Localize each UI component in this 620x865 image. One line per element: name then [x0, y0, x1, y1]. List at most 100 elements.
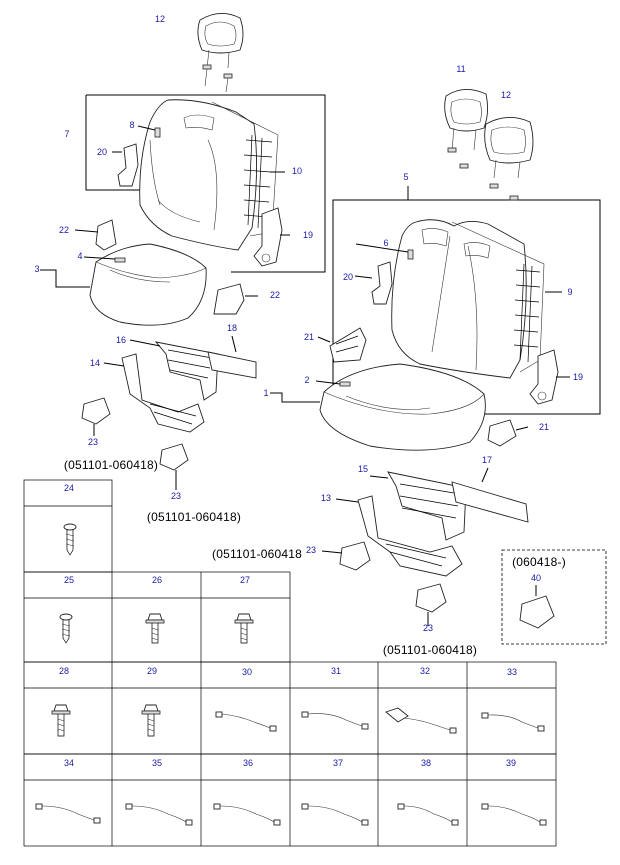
bracket-21-lower	[487, 419, 517, 447]
clip-6	[407, 249, 414, 260]
cell-label-36: 36	[242, 758, 254, 768]
clip-8	[154, 127, 161, 138]
bolt-27	[234, 613, 254, 644]
callout-17: 17	[481, 455, 493, 465]
headrest-right-12	[484, 117, 534, 201]
callout-23-b: 23	[170, 491, 182, 501]
callout-14: 14	[89, 358, 101, 368]
dashed-box	[501, 549, 607, 645]
seat-cushion-left	[89, 243, 207, 326]
clip-23-a	[81, 397, 111, 425]
cell-label-29: 29	[146, 666, 158, 676]
callout-4: 4	[77, 251, 83, 261]
latch-left	[117, 143, 139, 187]
cable-33	[481, 712, 545, 732]
callout-7: 7	[64, 129, 70, 139]
callout-20-right: 20	[342, 272, 354, 282]
cable-37	[301, 803, 369, 826]
callout-12-right: 12	[500, 90, 512, 100]
bracket-21-upper	[329, 327, 367, 363]
screw-24	[63, 523, 77, 556]
date-range-4: (060418-)	[512, 555, 566, 569]
clip-40	[519, 595, 555, 629]
callout-9: 9	[567, 287, 573, 297]
callout-19-right: 19	[572, 372, 584, 382]
bolt-29	[141, 704, 161, 737]
bracket-22-upper	[95, 219, 117, 251]
cushion-frame-left	[121, 341, 257, 433]
callout-23-d: 23	[422, 623, 434, 633]
callout-16: 16	[115, 335, 127, 345]
clip-23-b	[159, 443, 189, 471]
callout-6: 6	[383, 238, 389, 248]
latch-right	[371, 261, 393, 305]
leader-line	[270, 392, 320, 403]
cable-38	[397, 803, 459, 826]
cable-36	[213, 803, 281, 826]
callout-20-left: 20	[96, 147, 108, 157]
callout-2: 2	[304, 375, 310, 385]
cell-label-32: 32	[419, 666, 431, 676]
cell-label-30: 30	[241, 667, 253, 677]
callout-5: 5	[403, 172, 409, 182]
cable-35	[125, 803, 193, 826]
cell-label-24: 24	[63, 483, 75, 493]
clip-23-c	[339, 541, 371, 571]
bracket-19-left	[253, 207, 283, 267]
callout-3: 3	[34, 264, 40, 274]
cell-label-28: 28	[58, 666, 70, 676]
cable-30	[215, 711, 277, 732]
cell-label-37: 37	[332, 758, 344, 768]
clip-23-d	[415, 583, 447, 613]
date-range-3: (051101-060418	[212, 547, 302, 561]
cell-label-39: 39	[505, 758, 517, 768]
callout-18: 18	[226, 323, 238, 333]
leader-line	[85, 95, 140, 191]
date-range-1: (051101-060418)	[63, 458, 159, 472]
callout-19-left: 19	[302, 230, 314, 240]
cell-label-38: 38	[420, 758, 432, 768]
cable-39	[481, 803, 547, 826]
fastener-table	[23, 479, 557, 847]
headrest-left	[197, 13, 244, 93]
cell-label-35: 35	[151, 758, 163, 768]
cell-label-25: 25	[63, 575, 75, 585]
bolt-26	[145, 613, 165, 644]
callout-11: 11	[456, 64, 466, 74]
seat-cushion-right	[319, 363, 486, 451]
callout-40: 40	[530, 573, 542, 583]
cushion-frame-right	[357, 471, 529, 577]
cell-label-27: 27	[239, 575, 251, 585]
bracket-22-lower	[213, 283, 245, 315]
callout-22-lower: 22	[269, 290, 281, 300]
callout-10: 10	[291, 166, 303, 176]
leader-line	[86, 94, 326, 273]
callout-1: 1	[263, 388, 269, 398]
screw-25	[59, 613, 73, 644]
cable-32	[385, 707, 457, 734]
callout-21-lower: 21	[538, 422, 550, 432]
callout-21-upper: 21	[303, 332, 315, 342]
date-range-2: (051101-060418)	[146, 510, 242, 524]
cable-31	[301, 711, 369, 730]
callout-23-c: 23	[305, 545, 317, 555]
seat-back-left	[139, 99, 279, 251]
cell-label-33: 33	[506, 667, 518, 677]
callout-23-a: 23	[87, 437, 99, 447]
cell-label-26: 26	[151, 575, 163, 585]
callout-22-upper: 22	[58, 225, 70, 235]
cable-34	[35, 803, 101, 824]
cell-label-31: 31	[330, 666, 342, 676]
callout-15: 15	[357, 464, 369, 474]
bracket-19-right	[529, 349, 559, 405]
callout-12-left: 12	[154, 14, 166, 24]
date-range-5: (051101-060418)	[382, 643, 478, 657]
cell-label-34: 34	[63, 758, 75, 768]
callout-8: 8	[129, 120, 135, 130]
callout-13: 13	[320, 493, 332, 503]
leader-line	[40, 269, 90, 288]
bolt-28	[51, 704, 71, 737]
headrest-right-11	[444, 89, 489, 169]
seat-back-right	[391, 219, 545, 379]
